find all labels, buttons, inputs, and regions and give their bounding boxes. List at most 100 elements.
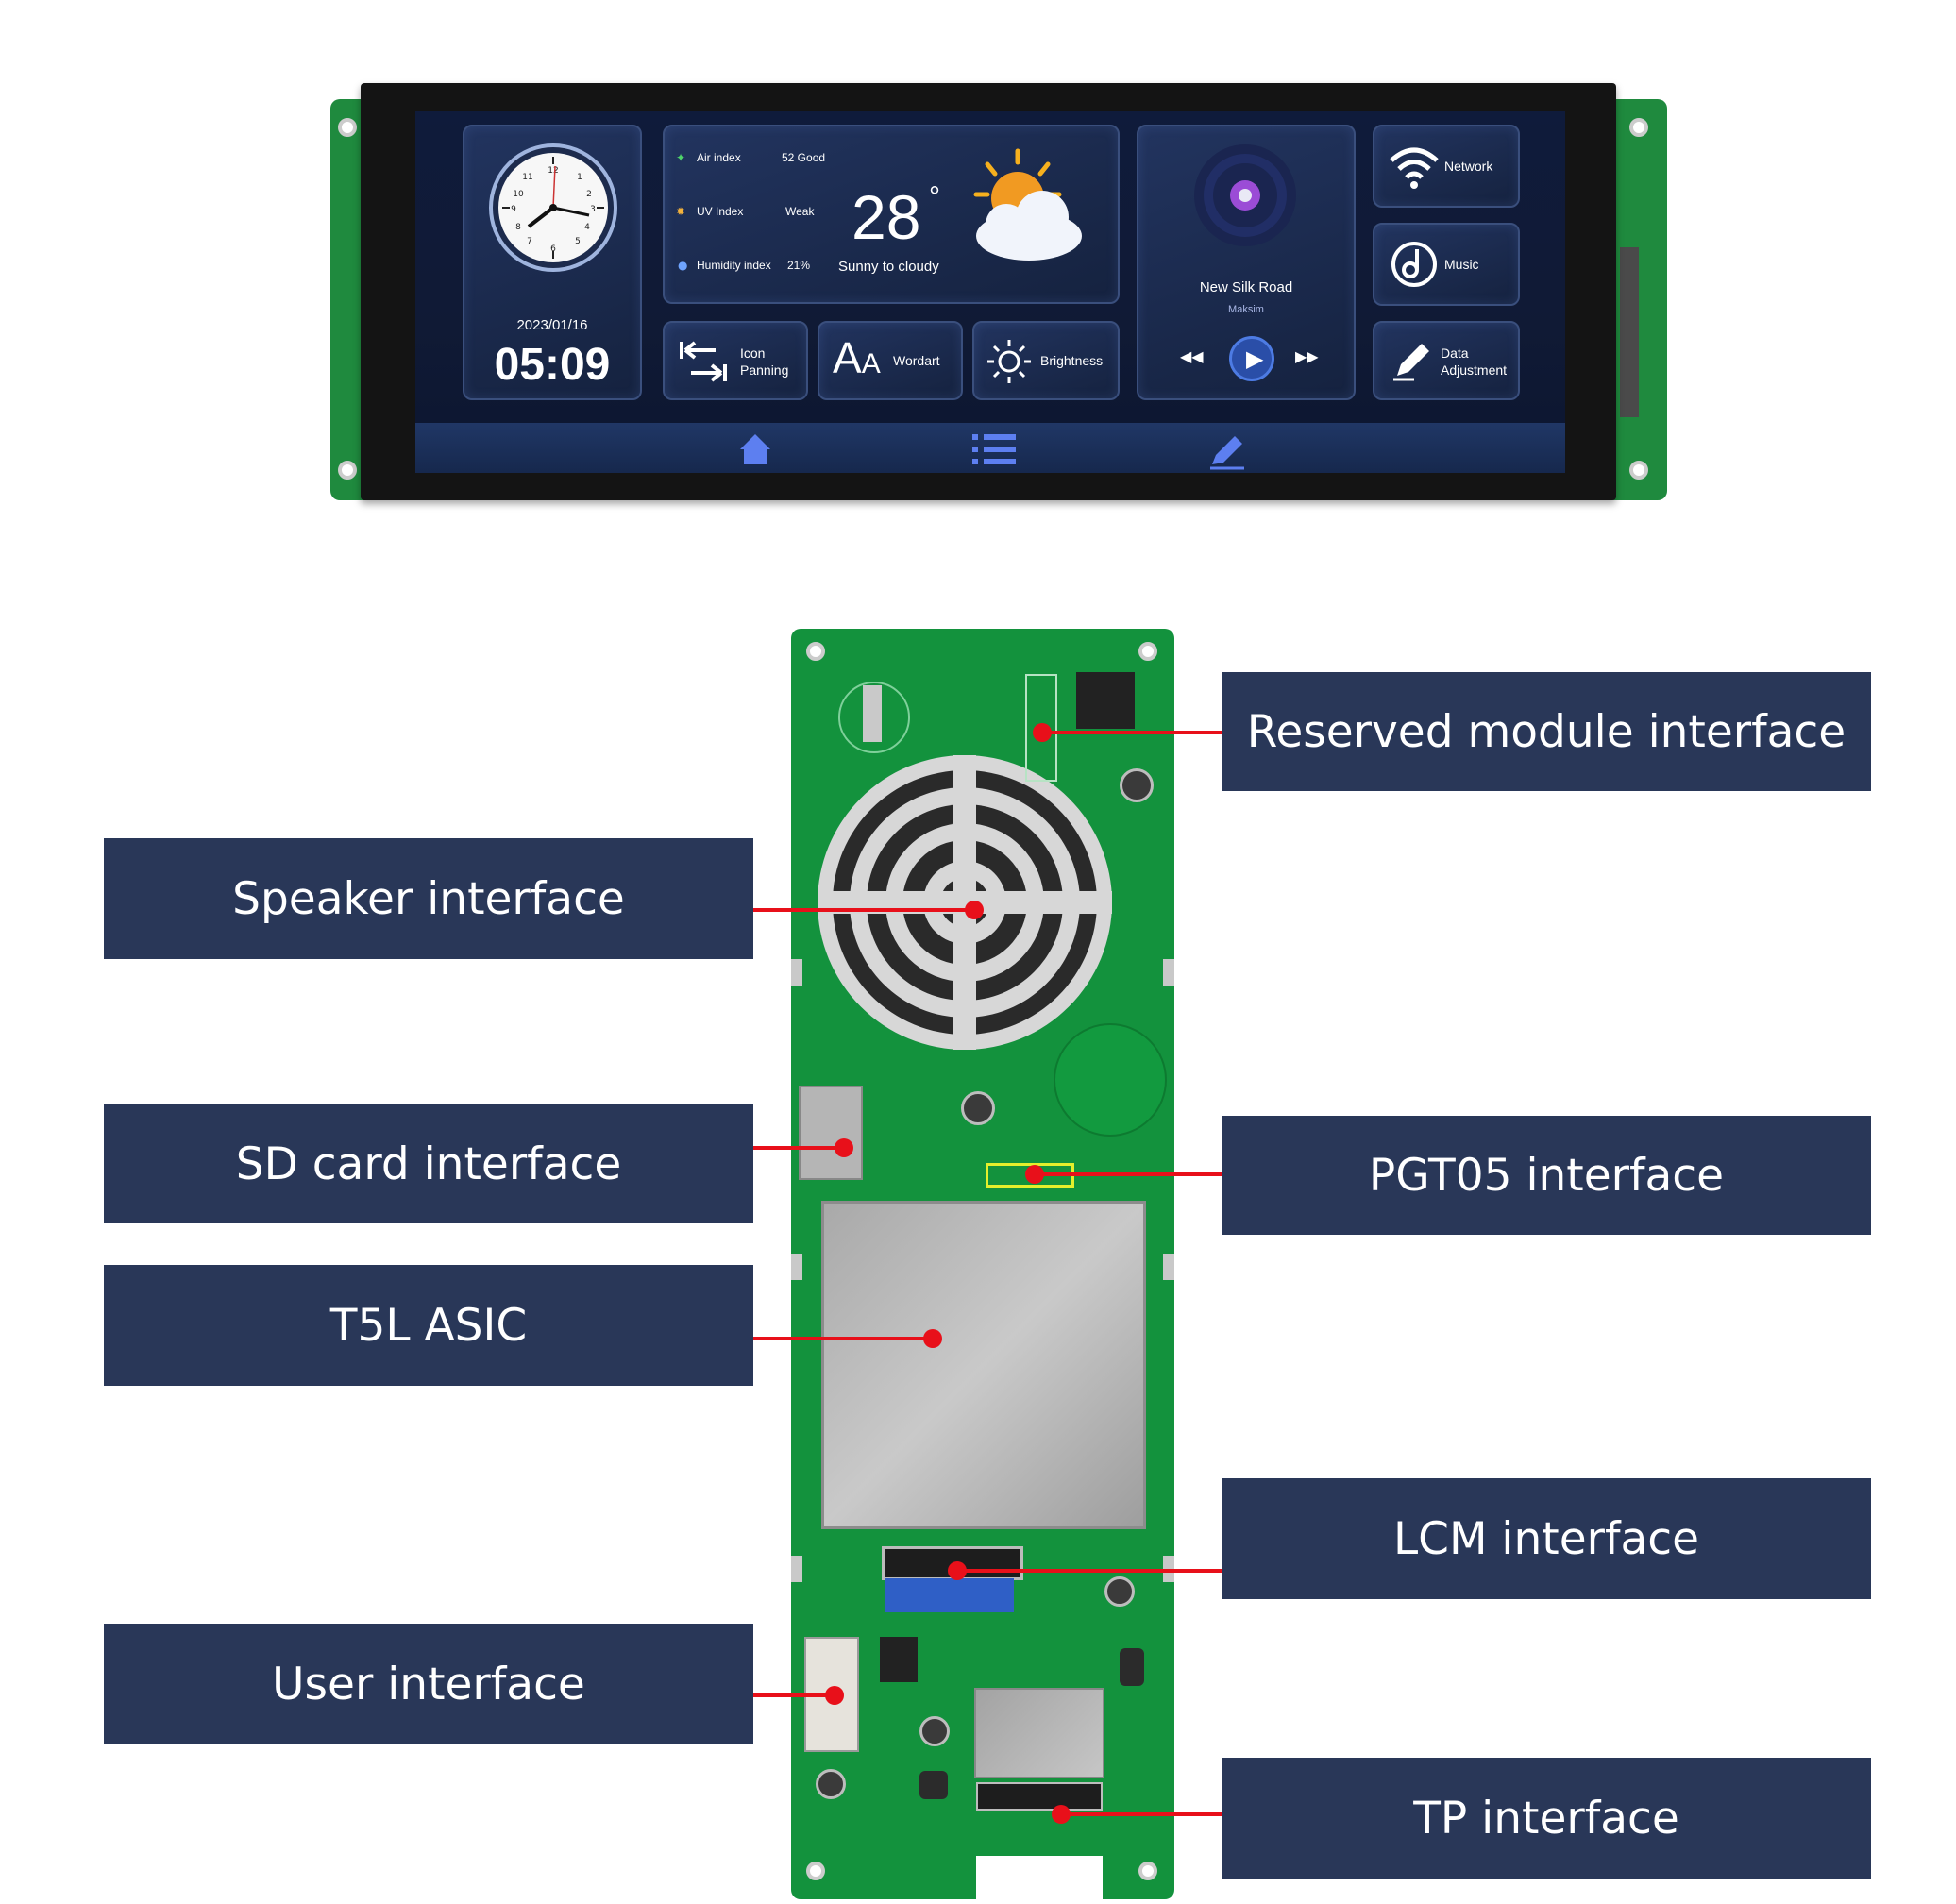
svg-text:12: 12: [548, 166, 558, 176]
capacitor: [919, 1716, 950, 1746]
leader-dot: [1052, 1805, 1071, 1824]
label-t5l-asic: T5L ASIC: [104, 1265, 753, 1386]
wifi-icon: [1390, 147, 1439, 189]
board-hole: [806, 642, 825, 661]
leader-line: [753, 1337, 935, 1340]
music-tile[interactable]: Music: [1373, 223, 1520, 306]
capacitor: [1120, 768, 1154, 802]
mount-hole: [1629, 461, 1648, 480]
sun-small-icon: ✹: [676, 205, 686, 218]
capacitor: [816, 1769, 846, 1799]
uv-index-value: Weak: [785, 205, 815, 218]
side-clip: [1163, 1254, 1174, 1280]
tp-shield: [974, 1688, 1104, 1778]
uv-index-label: UV Index: [697, 205, 744, 218]
leader-line: [1067, 1812, 1222, 1816]
buzzer-outline: [1054, 1023, 1167, 1137]
inductor: [1120, 1648, 1144, 1686]
leaf-icon: ✦: [676, 151, 686, 164]
data-adjustment-label-1: Data: [1441, 345, 1469, 361]
icon-panning-label-2: Panning: [740, 362, 789, 378]
icon-panning-label-1: Icon: [740, 345, 766, 361]
clock-time: 05:09: [494, 340, 611, 390]
song-title: New Silk Road: [1199, 279, 1293, 295]
bottom-nav-bar: [415, 423, 1565, 473]
music-icon: [1391, 242, 1437, 287]
brightness-label: Brightness: [1040, 353, 1104, 368]
leader-line: [753, 1693, 835, 1697]
board-notch: [976, 1856, 1103, 1899]
music-player-tile: New Silk Road Maksim ◀◀ ▶ ▶▶: [1137, 125, 1356, 400]
previous-track-icon[interactable]: ◀◀: [1180, 349, 1204, 365]
speaker-grille: [818, 755, 1112, 1050]
label-user-interface: User interface: [104, 1624, 753, 1744]
battery-cell: [863, 685, 882, 742]
svg-text:7: 7: [527, 237, 532, 246]
svg-text:5: 5: [575, 237, 581, 246]
air-index-value: 52 Good: [782, 151, 826, 164]
play-button[interactable]: ▶: [1229, 336, 1274, 381]
side-clip: [791, 1254, 802, 1280]
text-icon: AA: [833, 333, 881, 382]
svg-text:3: 3: [590, 205, 596, 214]
board-hole: [806, 1862, 825, 1880]
board-hole: [1138, 642, 1157, 661]
svg-text:1: 1: [577, 173, 582, 182]
drop-icon: ●: [678, 259, 688, 272]
leader-dot: [965, 901, 984, 919]
clock-date: 2023/01/16: [516, 317, 588, 333]
svg-text:8: 8: [515, 223, 521, 232]
air-index-label: Air index: [697, 151, 741, 164]
svg-text:2: 2: [586, 190, 592, 199]
next-track-icon[interactable]: ▶▶: [1295, 349, 1319, 365]
wordart-tile[interactable]: AA Wordart: [818, 321, 963, 400]
connector-strip: [1620, 247, 1639, 417]
mount-hole: [1629, 118, 1648, 137]
edit-pen-icon[interactable]: [1206, 429, 1248, 470]
leader-line: [1042, 1172, 1222, 1176]
side-clip: [1163, 959, 1174, 986]
side-clip: [791, 959, 802, 986]
capacitor: [1104, 1576, 1135, 1607]
leader-dot: [1033, 723, 1052, 742]
label-pgt05-interface: PGT05 interface: [1222, 1116, 1871, 1235]
network-label: Network: [1444, 159, 1493, 174]
brightness-tile[interactable]: Brightness: [972, 321, 1120, 400]
list-icon[interactable]: [972, 432, 1016, 466]
weather-condition: Sunny to cloudy: [838, 259, 939, 275]
mount-hole: [338, 461, 357, 480]
data-adjustment-tile[interactable]: Data Adjustment: [1373, 321, 1520, 400]
leader-dot: [948, 1561, 967, 1580]
reserved-header: [1025, 674, 1057, 782]
label-speaker-interface: Speaker interface: [104, 838, 753, 959]
leader-line: [965, 1569, 1222, 1573]
svg-text:6: 6: [550, 244, 556, 254]
svg-text:11: 11: [522, 173, 532, 182]
arrows-icon: [680, 341, 727, 382]
sun-cloud-icon: [973, 148, 1082, 261]
ic-chip: [880, 1637, 918, 1682]
inductor: [919, 1771, 948, 1799]
temperature-degree: °: [929, 181, 940, 212]
network-tile[interactable]: Network: [1373, 125, 1520, 208]
temperature-value: 28: [852, 182, 921, 252]
icon-panning-tile[interactable]: Icon Panning: [663, 321, 808, 400]
play-icon: ▶: [1246, 345, 1264, 372]
svg-text:10: 10: [513, 190, 524, 199]
label-sd-card-interface: SD card interface: [104, 1104, 753, 1223]
leader-dot: [825, 1686, 844, 1705]
sun-icon: [987, 340, 1031, 383]
svg-text:4: 4: [584, 223, 590, 232]
home-icon[interactable]: [736, 430, 774, 468]
leader-line: [753, 908, 976, 912]
svg-text:9: 9: [511, 205, 516, 214]
battery-outline: [838, 682, 910, 753]
label-lcm-interface: LCM interface: [1222, 1478, 1871, 1599]
capacitor: [961, 1091, 995, 1125]
label-tp-interface: TP interface: [1222, 1758, 1871, 1879]
leader-dot: [923, 1329, 942, 1348]
side-clip: [791, 1556, 802, 1582]
artist-name: Maksim: [1228, 304, 1264, 315]
